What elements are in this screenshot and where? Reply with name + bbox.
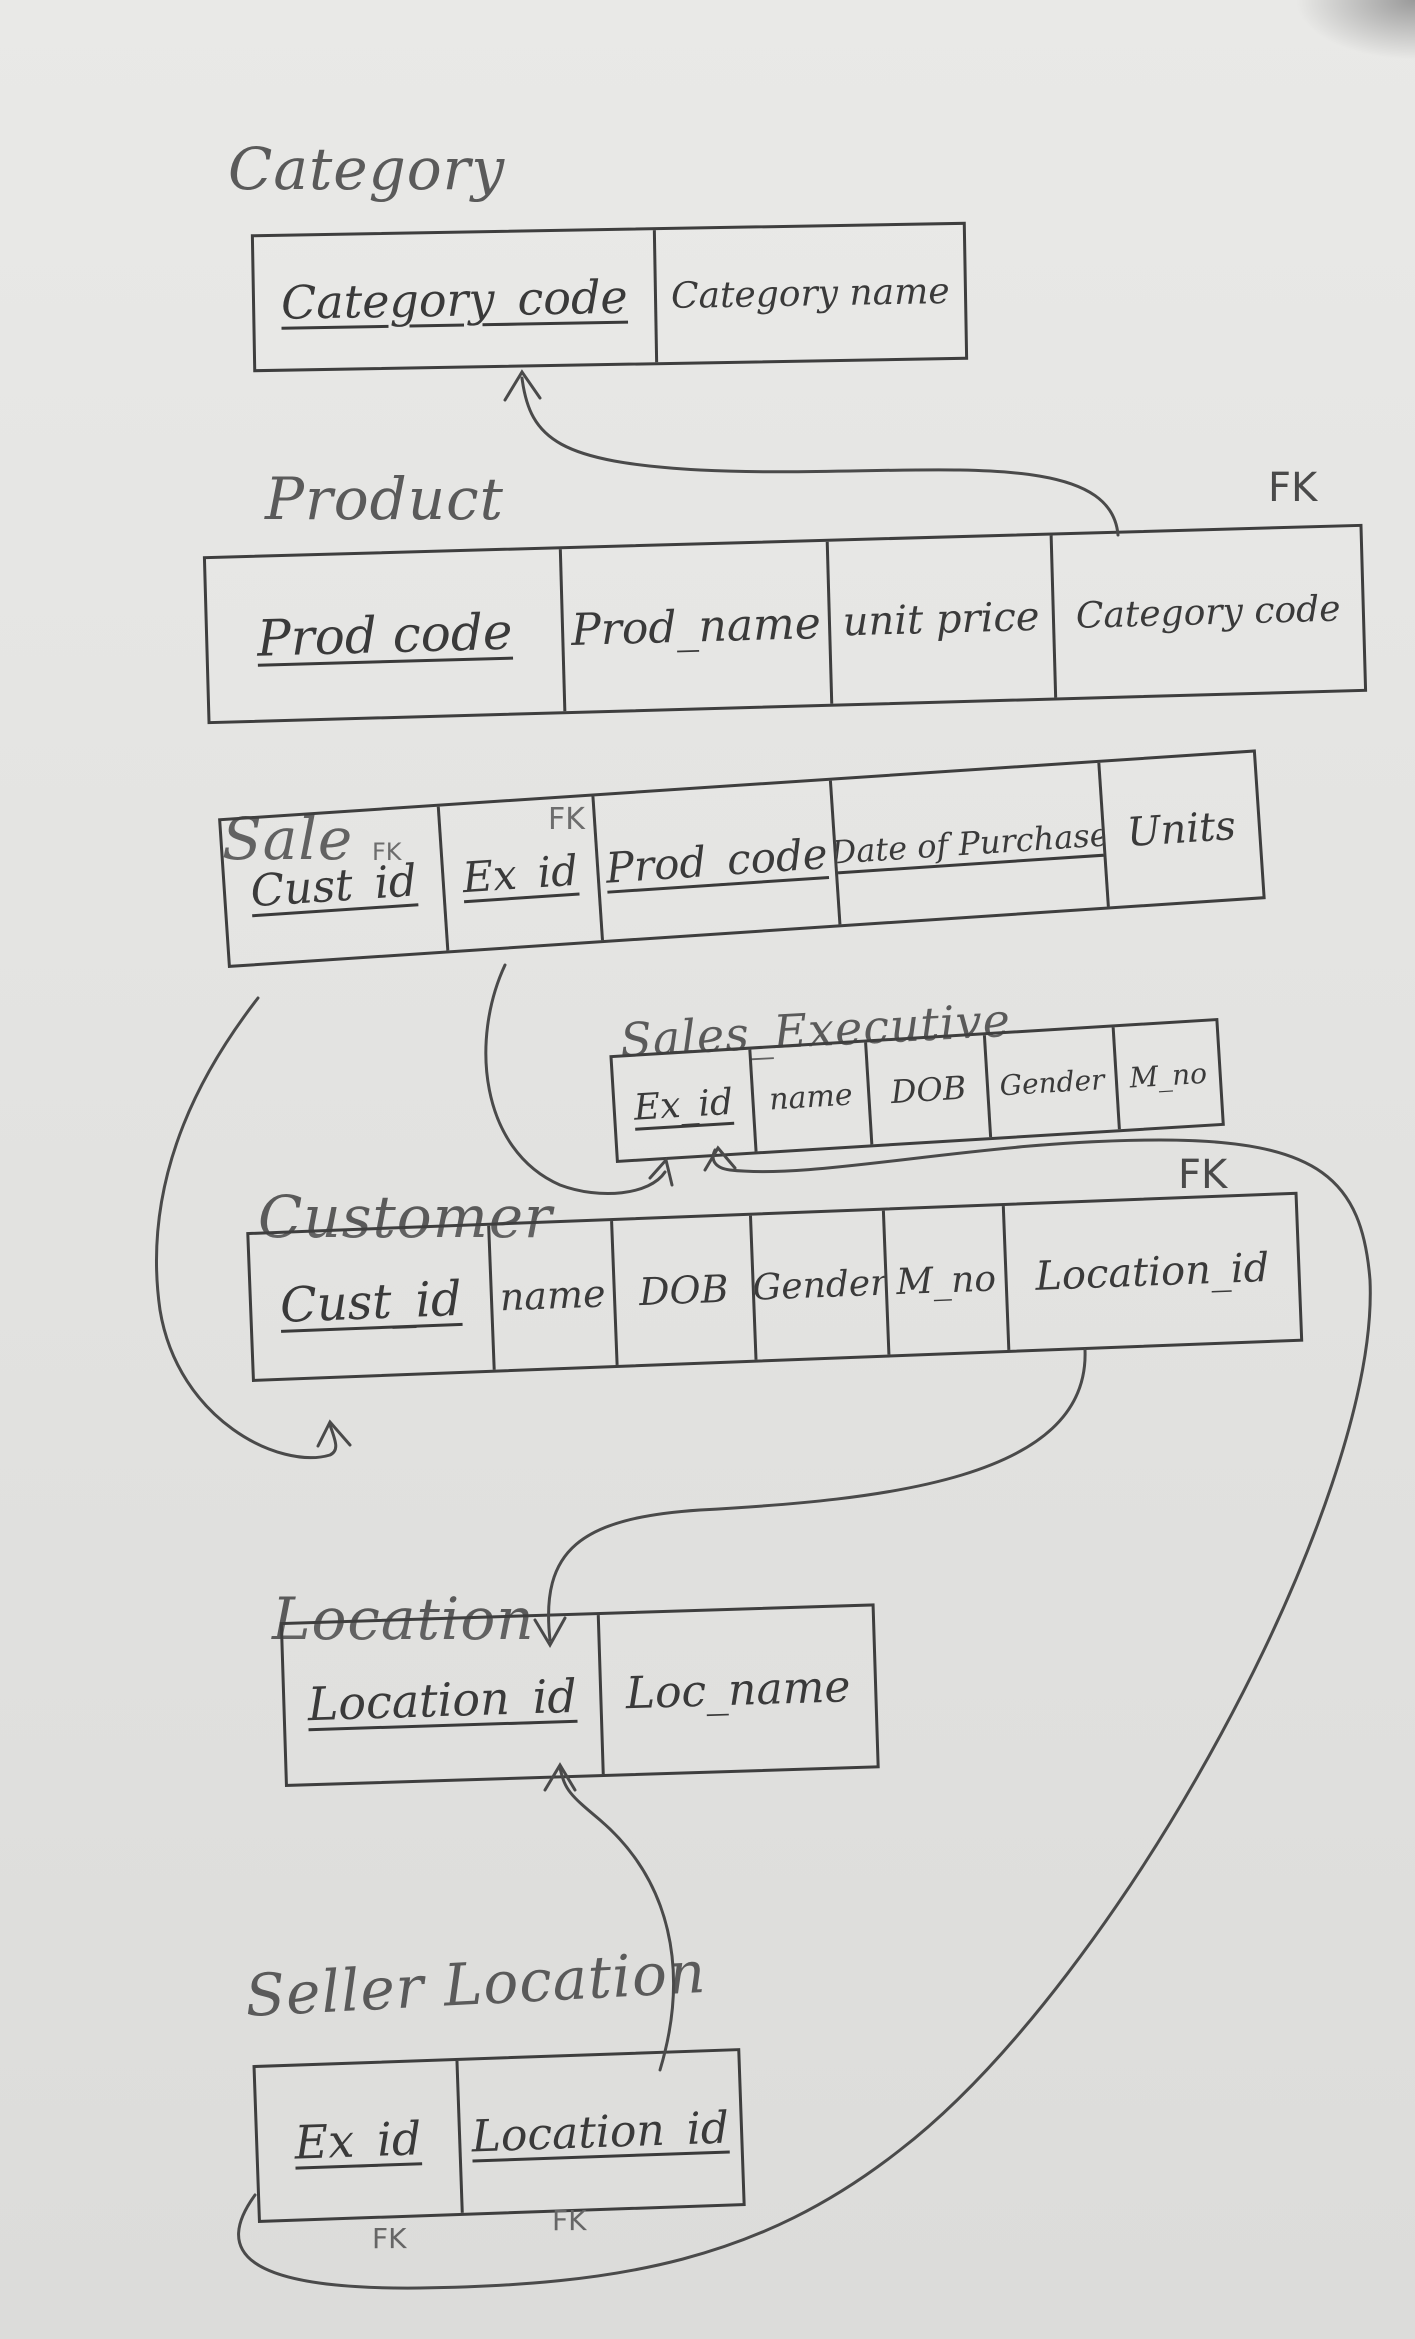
category-title: Category [228,135,506,203]
paper-corner-shadow [1295,0,1415,60]
arrow-sale-to-customer [155,996,338,1460]
arrowhead-sales-executive-1 [648,1156,674,1187]
arrow-sale-to-sales-executive [484,963,667,1196]
arrowhead-sales-executive-2 [703,1145,737,1172]
customer-fk-label: FK [1178,1152,1228,1198]
arrowhead-customer [316,1419,352,1448]
arrowhead-location-2 [543,1762,577,1792]
location-title: Location [272,1585,535,1653]
seller-fk-label-1: FK [372,2222,407,2255]
arrowhead-location-1 [533,1616,567,1648]
sale-fk-label-2: FK [548,802,585,837]
customer-title: Customer [258,1183,553,1251]
arrow-product-to-category [520,376,1120,537]
product-title: Product [265,465,504,533]
arrow-customer-to-location [547,1348,1087,1642]
seller-fk-label-2: FK [552,2204,587,2237]
product-fk-label: FK [1268,465,1318,511]
arrowhead-category [503,369,542,402]
arrow-seller-to-location [558,1766,675,2072]
sale-fk-label-1: FK [372,838,402,866]
arrow-seller-to-sales-executive [237,1138,1372,2290]
sale-title: Sale [222,805,354,873]
